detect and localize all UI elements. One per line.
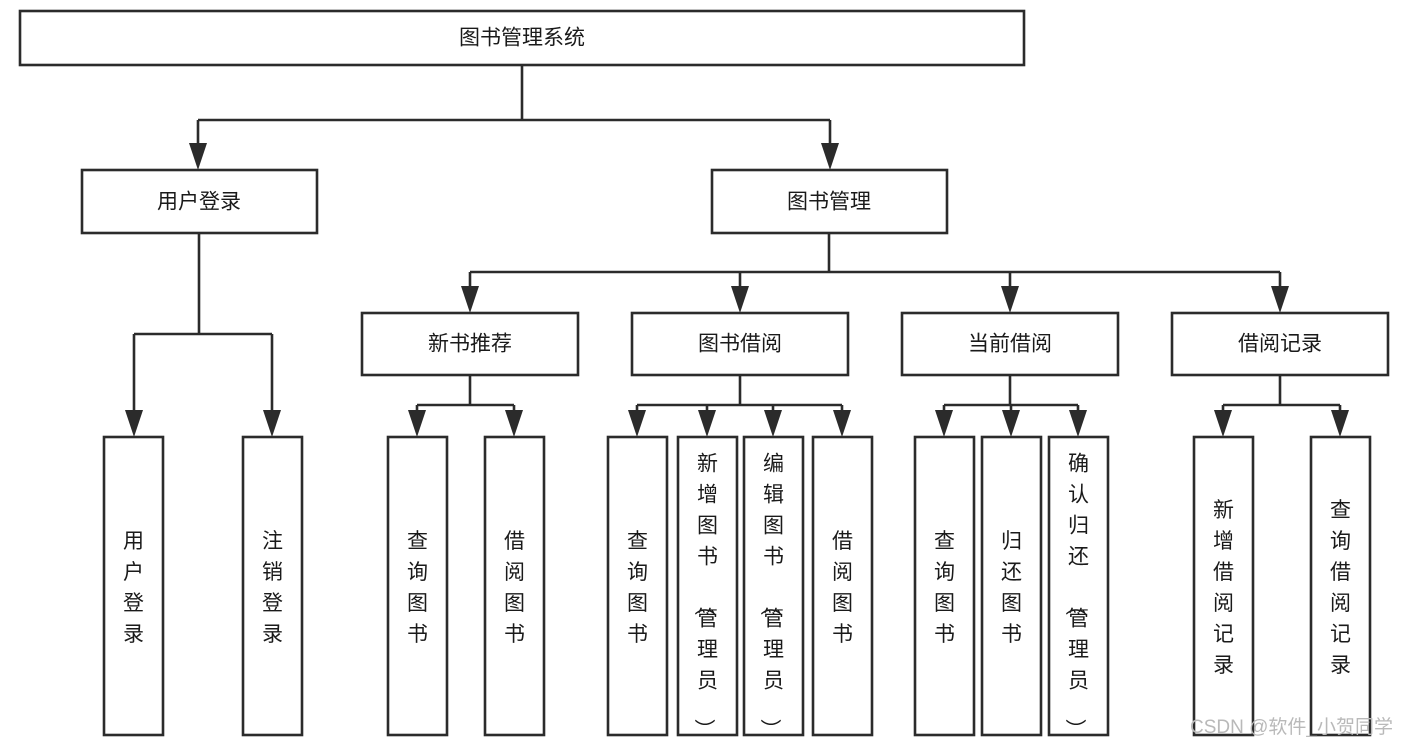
arrow-head-leaf-query-book-borrow: [628, 410, 646, 437]
node-leaf-query-book-current-box[interactable]: [913, 435, 976, 737]
node-leaf-add-borrow-record-box[interactable]: [1192, 435, 1255, 737]
node-leaf-query-book-current-label: 查询图书: [934, 530, 955, 646]
node-new-book-recommend-box[interactable]: [360, 311, 580, 377]
node-leaf-query-book-recommend-box[interactable]: [386, 435, 449, 737]
arrow-head-leaf-borrow-book-recommend: [505, 410, 523, 437]
node-current-borrow-box[interactable]: [900, 311, 1120, 377]
connector-group-new-book-recommend-to-leaves: [408, 375, 523, 437]
arrow-head-book-borrow: [731, 286, 749, 313]
arrow-head-leaf-edit-book-admin: [764, 410, 782, 437]
node-leaf-edit-book-admin[interactable]: 编辑图书（管理员）: [742, 435, 805, 740]
node-leaf-borrow-book-recommend-box[interactable]: [483, 435, 546, 737]
node-user-login-box[interactable]: [80, 168, 319, 235]
node-leaf-query-borrow-record-box[interactable]: [1309, 435, 1372, 737]
arrow-head-leaf-user-login: [125, 410, 143, 437]
node-leaf-borrow-book-recommend[interactable]: 借阅图书: [483, 435, 546, 737]
node-current-borrow[interactable]: 当前借阅: [900, 311, 1120, 377]
node-leaf-query-borrow-record[interactable]: 查询借阅记录: [1309, 435, 1372, 737]
connector-group-book-borrow-to-leaves: [628, 375, 851, 437]
node-leaf-add-borrow-record[interactable]: 新增借阅记录: [1192, 435, 1255, 737]
connector-group-user-login-to-leaves: [125, 233, 281, 437]
arrow-head-user-login: [189, 143, 207, 170]
node-leaf-confirm-return-admin[interactable]: 确认归还（管理员）: [1047, 435, 1110, 740]
node-leaf-query-book-recommend-label: 查询图书: [407, 530, 428, 646]
node-book-management[interactable]: 图书管理: [710, 168, 949, 235]
arrow-head-borrow-record: [1271, 286, 1289, 313]
arrow-head-book-management: [821, 143, 839, 170]
arrow-head-leaf-add-book-admin: [698, 410, 716, 437]
node-leaf-return-book[interactable]: 归还图书: [980, 435, 1043, 737]
node-root-box[interactable]: [18, 9, 1026, 67]
arrow-head-current-borrow: [1001, 286, 1019, 313]
node-user-login[interactable]: 用户登录: [80, 168, 319, 235]
node-root[interactable]: 图书管理系统: [18, 9, 1026, 67]
connector-group-book-management-to-level3: [461, 233, 1289, 313]
node-current-borrow-label: 当前借阅: [968, 333, 1052, 356]
node-root-label: 图书管理系统: [459, 27, 585, 50]
node-leaf-add-book-admin-label: 新增图书（管理员）: [692, 453, 718, 740]
node-leaf-logout-box[interactable]: [241, 435, 304, 737]
connector-group-borrow-record-to-leaves: [1214, 375, 1349, 437]
node-leaf-return-book-label: 归还图书: [1001, 530, 1022, 646]
node-leaf-logout[interactable]: 注销登录: [241, 435, 304, 737]
node-leaf-add-book-admin-box[interactable]: [676, 435, 739, 737]
csdn-watermark: CSDN @软件_小贺同学: [1190, 716, 1393, 738]
node-leaf-user-login[interactable]: 用户登录: [102, 435, 165, 737]
node-leaf-query-borrow-record-label: 查询借阅记录: [1330, 499, 1351, 677]
arrow-head-leaf-confirm-return-admin: [1069, 410, 1087, 437]
node-leaf-query-book-borrow-box[interactable]: [606, 435, 669, 737]
node-leaf-user-login-box[interactable]: [102, 435, 165, 737]
node-leaf-query-book-borrow-label: 查询图书: [627, 530, 648, 646]
arrow-head-leaf-query-book-current: [935, 410, 953, 437]
node-borrow-record-box[interactable]: [1170, 311, 1390, 377]
node-leaf-confirm-return-admin-label: 确认归还（管理员）: [1063, 453, 1089, 740]
arrow-head-leaf-return-book: [1002, 410, 1020, 437]
arrow-head-new-book-recommend: [461, 286, 479, 313]
node-leaf-borrow-book[interactable]: 借阅图书: [811, 435, 874, 737]
node-book-management-box[interactable]: [710, 168, 949, 235]
node-new-book-recommend[interactable]: 新书推荐: [360, 311, 580, 377]
arrow-head-leaf-borrow-book: [833, 410, 851, 437]
leaf-node-layer: 用户登录 注销登录 查询图书 借阅图书 查询图书 新增图书（管理员） 编辑图书（管理员） 借阅…: [102, 435, 1372, 740]
node-leaf-borrow-book-recommend-label: 借阅图书: [504, 530, 525, 646]
node-leaf-return-book-box[interactable]: [980, 435, 1043, 737]
arrow-head-leaf-logout: [263, 410, 281, 437]
node-book-borrow-label: 图书借阅: [698, 333, 782, 356]
node-leaf-logout-label: 注销登录: [262, 530, 283, 646]
arrow-head-leaf-query-book-recommend: [408, 410, 426, 437]
node-new-book-recommend-label: 新书推荐: [428, 333, 512, 356]
arrow-head-leaf-add-borrow-record: [1214, 410, 1232, 437]
node-leaf-edit-book-admin-label: 编辑图书（管理员）: [758, 453, 784, 740]
node-leaf-add-borrow-record-label: 新增借阅记录: [1213, 499, 1234, 677]
node-leaf-confirm-return-admin-box[interactable]: [1047, 435, 1110, 737]
node-leaf-query-book-current[interactable]: 查询图书: [913, 435, 976, 737]
connector-group-current-borrow-to-leaves: [935, 375, 1087, 437]
node-leaf-borrow-book-label: 借阅图书: [832, 530, 853, 646]
node-leaf-query-book-recommend[interactable]: 查询图书: [386, 435, 449, 737]
connector-group-root-to-level2: [189, 65, 839, 170]
node-borrow-record-label: 借阅记录: [1238, 333, 1322, 356]
node-book-management-label: 图书管理: [787, 191, 871, 214]
node-book-borrow[interactable]: 图书借阅: [630, 311, 850, 377]
arrow-head-leaf-query-borrow-record: [1331, 410, 1349, 437]
node-leaf-user-login-label: 用户登录: [123, 530, 144, 646]
node-user-login-label: 用户登录: [157, 191, 241, 214]
node-leaf-edit-book-admin-box[interactable]: [742, 435, 805, 737]
node-leaf-borrow-book-box[interactable]: [811, 435, 874, 737]
node-leaf-add-book-admin[interactable]: 新增图书（管理员）: [676, 435, 739, 740]
node-borrow-record[interactable]: 借阅记录: [1170, 311, 1390, 377]
node-book-borrow-box[interactable]: [630, 311, 850, 377]
node-leaf-query-book-borrow[interactable]: 查询图书: [606, 435, 669, 737]
